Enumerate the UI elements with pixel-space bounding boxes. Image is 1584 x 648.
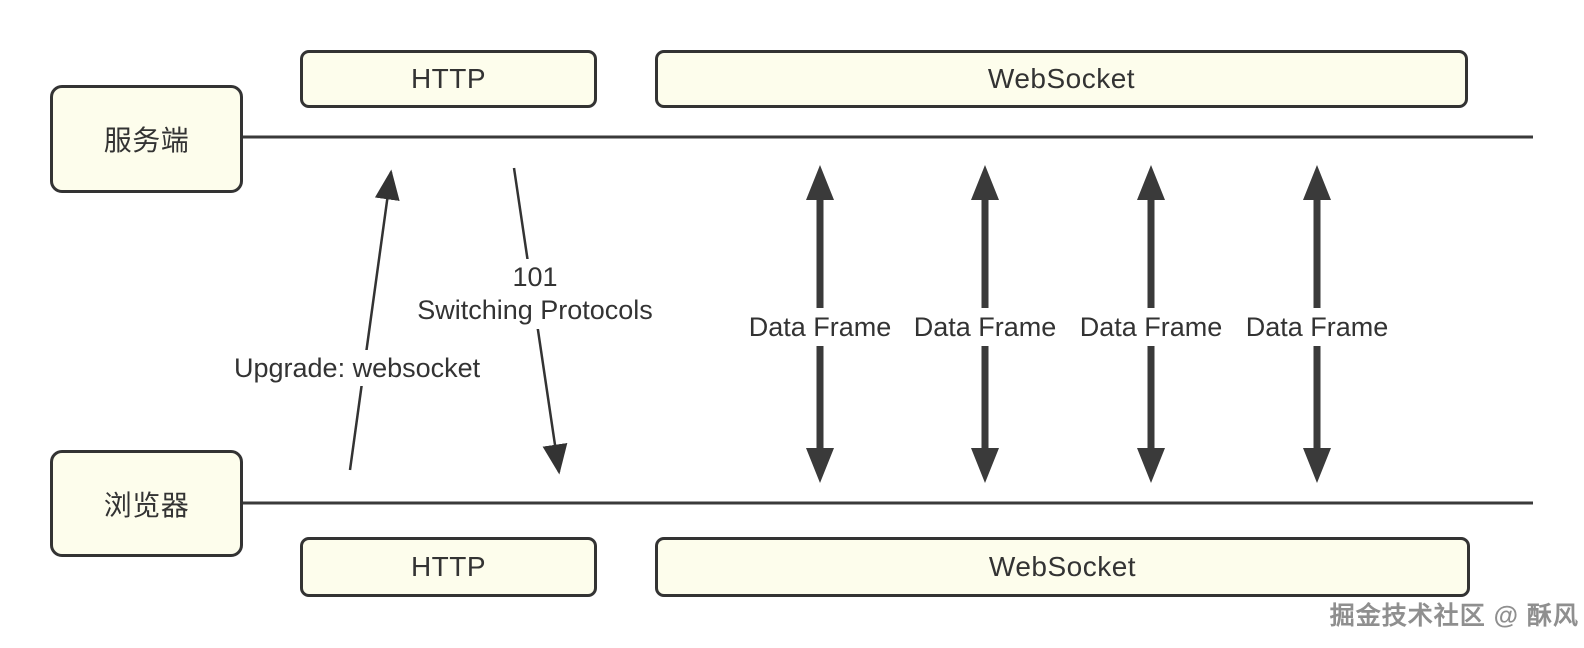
server-box: 服务端	[50, 85, 243, 193]
browser-websocket-phase-box: WebSocket	[655, 537, 1470, 597]
server-http-phase-label: HTTP	[410, 63, 487, 94]
server-http-phase-box: HTTP	[300, 50, 597, 108]
upgrade-request-label: Upgrade: websocket	[234, 350, 481, 386]
data-frame-label: Data Frame	[1073, 308, 1229, 346]
switch-protocols-label: 101 Switching Protocols	[407, 259, 663, 329]
data-frame-label: Data Frame	[907, 308, 1063, 346]
data-frame-label: Data Frame	[742, 308, 898, 346]
upgrade-request-arrow	[348, 169, 400, 471]
browser-websocket-phase-label: WebSocket	[988, 551, 1137, 582]
watermark: 掘金技术社区 @ 酥风	[1329, 602, 1579, 630]
browser-box-label: 浏览器	[103, 489, 190, 521]
browser-box: 浏览器	[50, 450, 243, 557]
data-frame-label: Data Frame	[1239, 308, 1395, 346]
status-code-text: 101	[512, 262, 558, 292]
server-websocket-phase-label: WebSocket	[987, 63, 1136, 94]
status-reason-text: Switching Protocols	[417, 295, 653, 325]
server-websocket-phase-box: WebSocket	[655, 50, 1468, 108]
browser-http-phase-label: HTTP	[410, 551, 487, 582]
server-box-label: 服务端	[103, 125, 190, 156]
browser-http-phase-box: HTTP	[300, 537, 597, 597]
